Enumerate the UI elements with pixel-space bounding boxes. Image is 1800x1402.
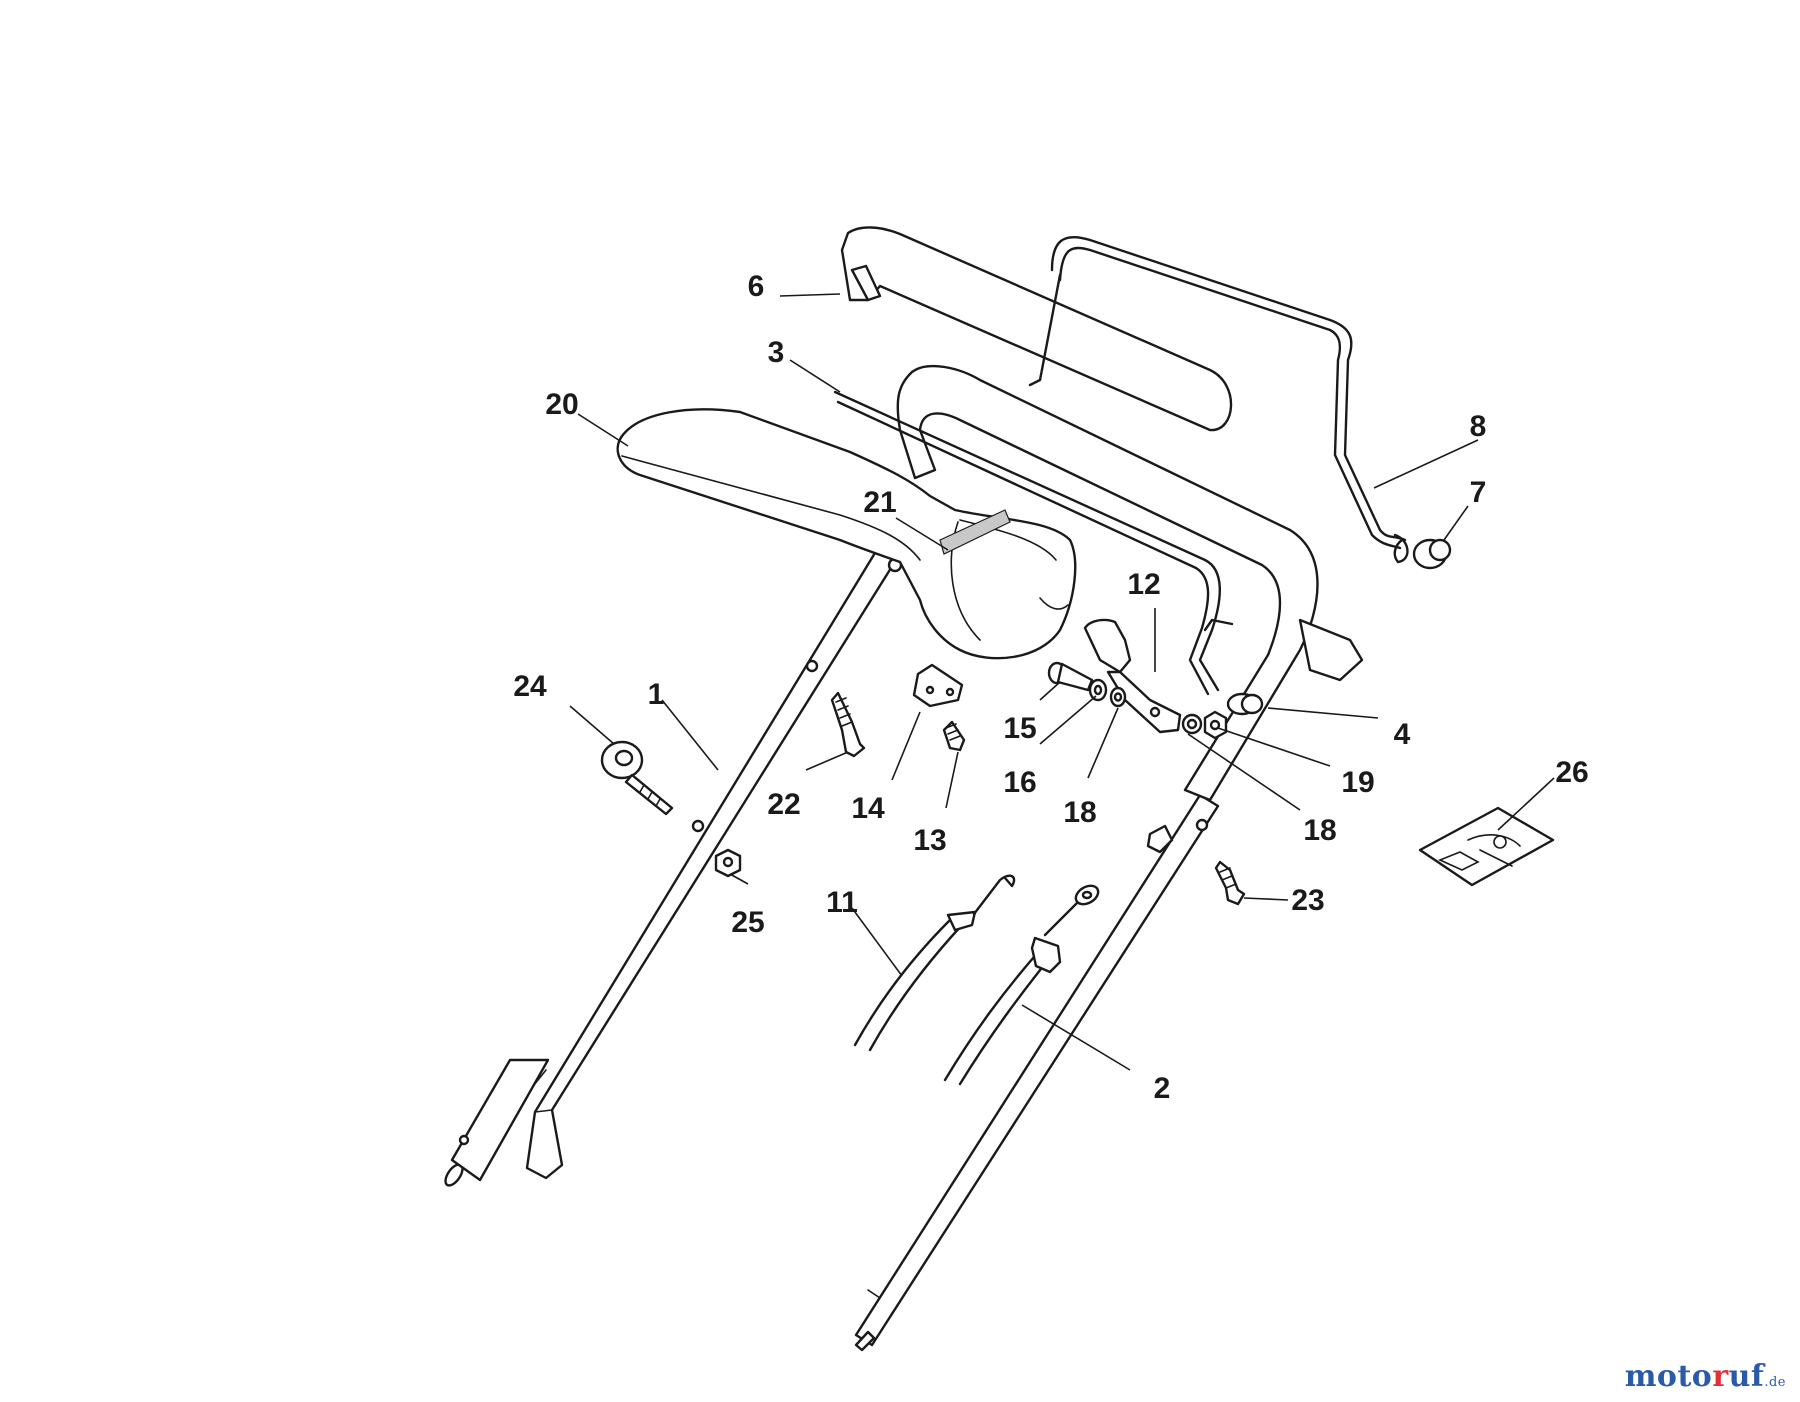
part-2-cable [943,884,1100,1086]
callout-19: 19 [1341,766,1374,799]
part-1-left-lower-tube [444,546,903,1187]
part-6-bail-bar [840,226,1233,432]
part-22-screw [830,691,866,758]
part-24-eye-bolt [600,740,674,816]
callout-14: 14 [851,792,885,825]
callout-12: 12 [1127,568,1160,601]
part-16-washer [1088,678,1108,702]
watermark-part2: r [1712,1359,1729,1394]
callout-26: 26 [1555,756,1588,789]
part-4-bushing [1226,692,1264,716]
part-19-nut [1203,710,1228,740]
part-12-lever [1083,618,1182,734]
callout-18b: 18 [1303,814,1336,847]
callout-2: 2 [1154,1072,1171,1105]
part-14-bracket [912,663,964,708]
callout-24: 24 [513,670,547,703]
part-7-clip [1412,538,1452,570]
callout-25: 25 [731,906,764,939]
callout-13: 13 [913,824,946,857]
part-13-screw [942,720,966,752]
callout-20: 20 [545,388,578,421]
callout-3: 3 [768,336,785,369]
callout-16: 16 [1003,766,1036,799]
callout-18a: 18 [1063,796,1096,829]
watermark-tld: .de [1764,1375,1786,1390]
part-2-right-lower-tube [854,793,1220,1352]
part-11-cable [853,874,1016,1052]
callout-8: 8 [1470,410,1487,443]
part-3-upper-handle [896,364,1364,802]
part-3-control-rod [833,390,1234,696]
callout-labels: 1 2 3 4 6 7 8 11 12 13 14 15 16 18 18 19… [513,270,1588,1105]
part-23-screw [1214,860,1246,906]
callout-15: 15 [1003,712,1036,745]
leader-lines [569,293,1555,1071]
cable-clip [1146,824,1174,854]
watermark-part1: moto [1624,1359,1713,1394]
part-25-nut [714,848,742,878]
part-8-drive-wire [1050,235,1409,564]
callout-7: 7 [1470,476,1487,509]
motoruf-watermark: motoruf.de [1625,1359,1786,1394]
callout-4: 4 [1394,718,1411,751]
part-15-bolt [1047,661,1094,692]
callout-22: 22 [767,788,800,821]
watermark-part3: uf [1728,1359,1765,1394]
callout-6: 6 [748,270,765,303]
part-18-washer-a [1109,686,1127,708]
part-21-decal [939,509,1011,555]
callout-21: 21 [863,486,896,519]
part-26-hardware-bag [1418,806,1555,887]
part-18-washer-b [1181,713,1203,735]
callout-11: 11 [826,886,858,919]
callout-1: 1 [648,678,665,711]
callout-23: 23 [1291,884,1324,917]
part-20-grip-cover [616,408,1077,660]
